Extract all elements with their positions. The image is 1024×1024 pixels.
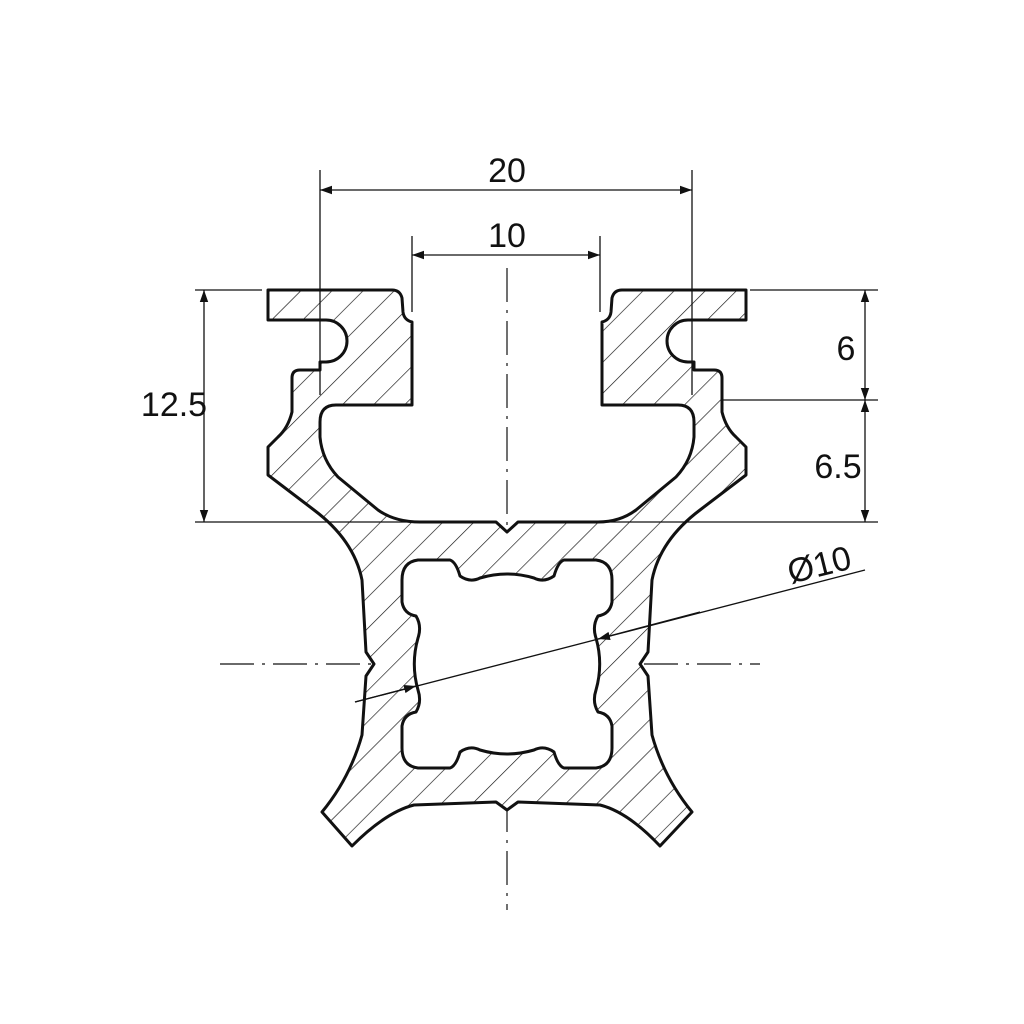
inner-bore-cavity — [400, 558, 614, 770]
dimension-label-outer-width: 20 — [488, 152, 526, 190]
leader-arrow-bore-right — [597, 611, 701, 640]
leader-arrow-bore-left — [354, 684, 417, 703]
dimension-label-slot-width: 10 — [488, 217, 526, 255]
dimension-label-bore-diameter: Ø10 — [784, 539, 856, 591]
dimension-label-upper-height: 6 — [837, 330, 856, 368]
profile-section — [266, 288, 748, 848]
dimension-label-lower-height: 6.5 — [814, 448, 861, 486]
dimension-label-total-height: 12.5 — [141, 386, 207, 424]
